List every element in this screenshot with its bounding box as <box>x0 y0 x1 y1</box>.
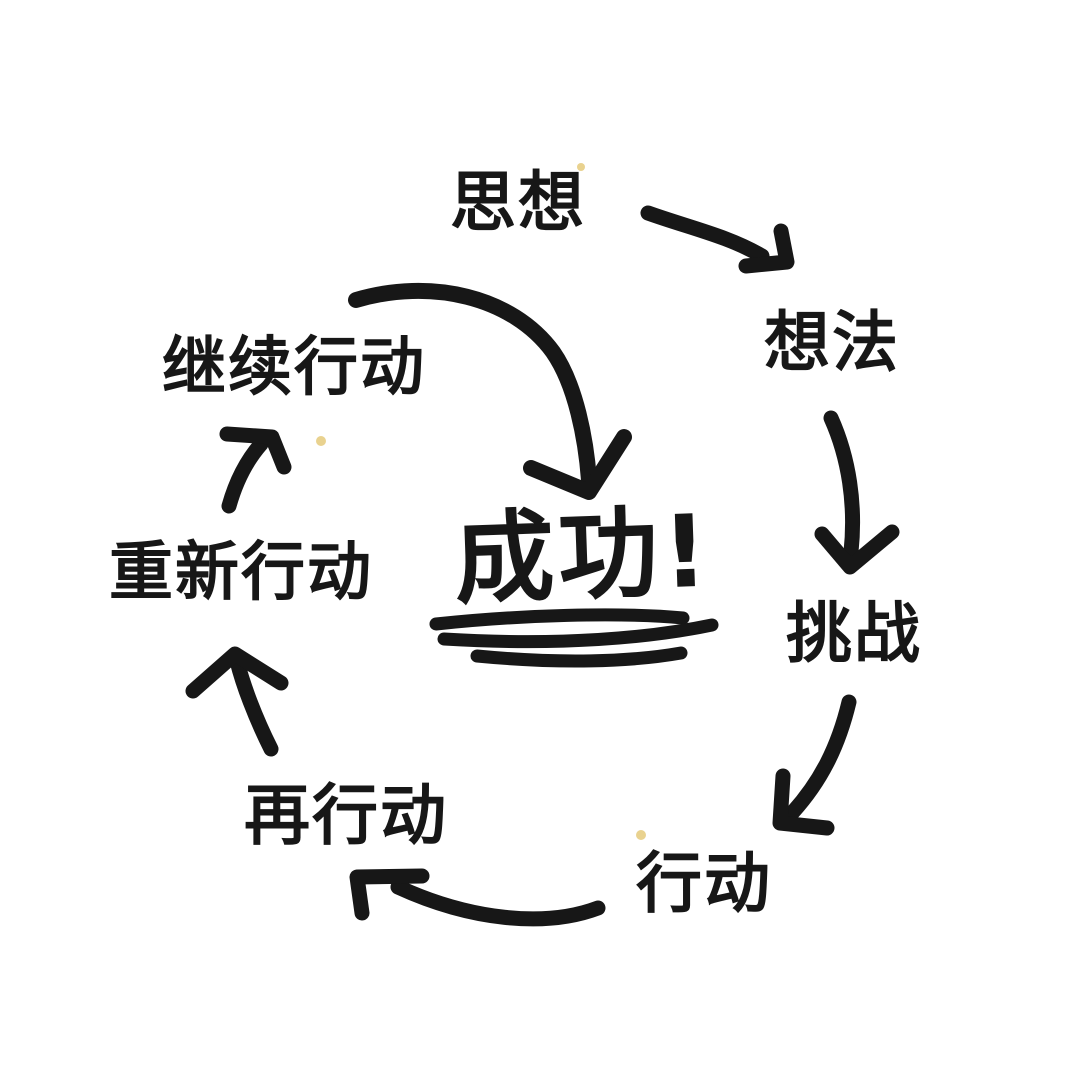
node-act-again-label: 再行动 <box>244 777 448 854</box>
node-challenge: 挑战 <box>786 601 922 667</box>
arrow-act-anew-to-keep-acting <box>219 426 292 514</box>
arrow-idea-to-challenge <box>814 410 900 575</box>
node-thought-label: 思想 <box>450 164 586 241</box>
node-act-anew: 重新行动 <box>109 541 373 605</box>
node-keep-acting: 继续行动 <box>162 336 426 400</box>
node-action: 行动 <box>636 851 772 917</box>
paper-speck <box>636 830 646 840</box>
node-thought: 思想 <box>450 170 586 236</box>
node-success: 成功! <box>452 493 714 619</box>
node-action-label: 行动 <box>636 845 772 922</box>
arrow-action-to-act-again <box>349 868 606 927</box>
paper-speck <box>577 163 585 171</box>
node-challenge-label: 挑战 <box>786 595 922 672</box>
paper-speck <box>316 436 326 446</box>
success-underline <box>429 608 719 668</box>
arrow-act-again-to-act-anew <box>185 646 289 757</box>
node-keep-acting-label: 继续行动 <box>162 331 426 405</box>
arrow-challenge-to-action <box>772 694 857 836</box>
arrow-keep-acting-to-success <box>348 282 632 500</box>
node-idea: 想法 <box>764 310 900 376</box>
arrow-thought-to-idea <box>640 205 795 274</box>
node-act-again: 再行动 <box>244 783 448 849</box>
node-success-label: 成功! <box>452 492 714 619</box>
node-idea-label: 想法 <box>764 304 900 381</box>
node-act-anew-label: 重新行动 <box>109 536 373 610</box>
